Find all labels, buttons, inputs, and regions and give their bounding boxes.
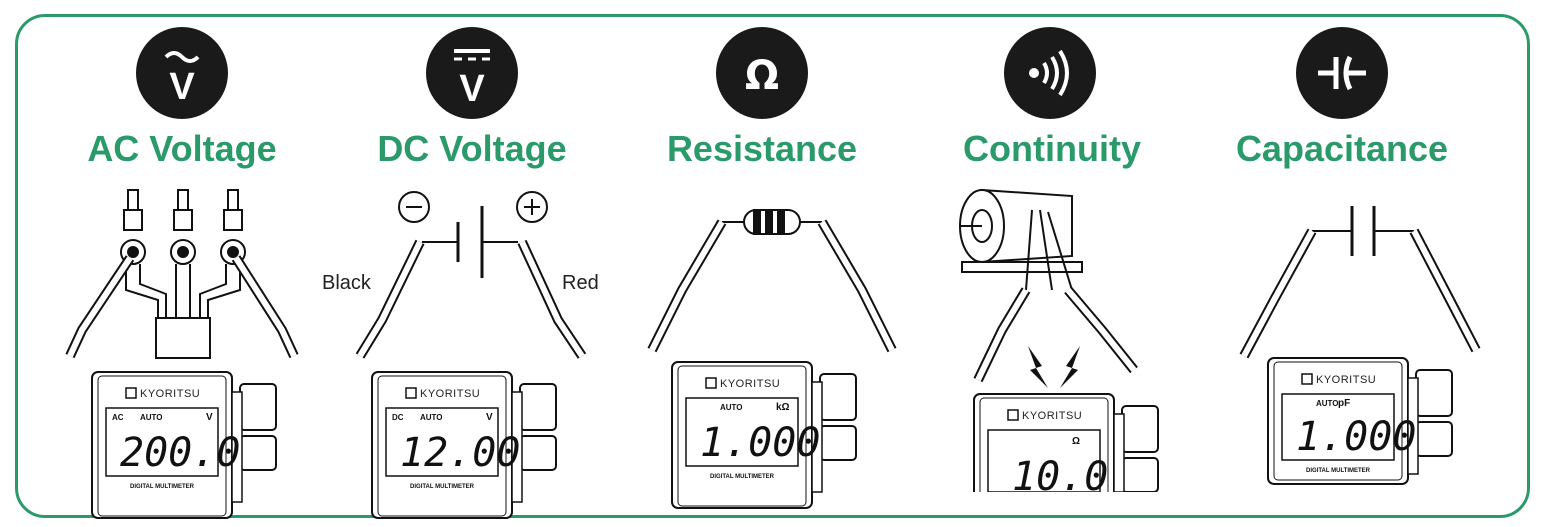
- lcd-range: AUTO: [720, 403, 743, 412]
- lcd-range: AUTO: [140, 413, 163, 422]
- svg-text:V: V: [459, 68, 485, 110]
- multimeter: KYORITSU AUTO pF 1.000 DIGITAL MULTIMETE…: [1267, 357, 1453, 485]
- lcd-unit: V: [206, 412, 213, 423]
- motor-illustration: [959, 188, 1138, 388]
- black-lead-label: Black: [322, 272, 371, 294]
- mode-title: Continuity: [963, 128, 1141, 169]
- ac-wiring-illustration: [65, 189, 299, 359]
- lcd-value: 1.000: [700, 420, 820, 466]
- meter-footer: DIGITAL MULTIMETER: [410, 484, 475, 490]
- mode-title: Resistance: [666, 128, 858, 169]
- ac-voltage-icon: V: [136, 27, 228, 119]
- multimeter: KYORITSU AUTO kΩ 1.000 DIGITAL MULTIMETE…: [671, 361, 857, 509]
- dc-wiring-illustration: [355, 191, 587, 359]
- brand-label: KYORITSU: [1316, 374, 1376, 386]
- lcd-value: 12.00: [400, 430, 520, 476]
- multimeter: KYORITSU AC AUTO V 200.0 DIGITAL MULTIME…: [91, 371, 277, 519]
- capacitor-illustration: [1239, 206, 1481, 359]
- lcd-value: 10.0: [1012, 454, 1108, 492]
- mode-title: Capacitance: [1235, 128, 1449, 169]
- panel-dc-voltage: V DC Voltage Black Red KYORITSU DC AUTO …: [322, 0, 622, 527]
- resistor-illustration: [647, 209, 897, 353]
- panel-continuity: Continuity KYORITSU Ω 10.0: [902, 0, 1202, 527]
- lcd-unit: kΩ: [776, 402, 790, 413]
- svg-text:V: V: [169, 66, 195, 108]
- lcd-unit: Ω: [1072, 436, 1080, 447]
- capacitance-icon: [1296, 27, 1388, 119]
- lcd-unit: pF: [1338, 398, 1350, 409]
- mode-title: DC Voltage: [377, 128, 567, 169]
- meter-footer: DIGITAL MULTIMETER: [1306, 468, 1371, 474]
- meter-footer: DIGITAL MULTIMETER: [710, 474, 775, 480]
- lcd-value: 1.000: [1296, 414, 1416, 460]
- svg-text:Ω: Ω: [745, 53, 779, 99]
- brand-label: KYORITSU: [1022, 410, 1082, 422]
- panel-capacitance: Capacitance KYORITSU AUTO pF 1.000 DIGIT…: [1192, 0, 1492, 527]
- meter-footer: DIGITAL MULTIMETER: [130, 484, 195, 490]
- red-lead-label: Red: [562, 272, 599, 294]
- lcd-range: AUTO: [1316, 399, 1339, 408]
- lcd-range: AUTO: [420, 413, 443, 422]
- brand-label: KYORITSU: [140, 388, 200, 400]
- lcd-mode: AC: [112, 413, 124, 422]
- panel-ac-voltage: V AC Voltage KYORITSU: [32, 0, 332, 527]
- continuity-icon: [1004, 27, 1096, 119]
- lcd-unit: V: [486, 412, 493, 423]
- dc-voltage-icon: V: [426, 27, 518, 119]
- lcd-value: 200.0: [120, 430, 240, 476]
- lcd-mode: DC: [392, 413, 404, 422]
- panel-resistance: Ω Resistance KYORITSU AUTO kΩ 1.000 DIGI…: [612, 0, 912, 527]
- multimeter: KYORITSU Ω 10.0: [973, 393, 1159, 492]
- multimeter: KYORITSU DC AUTO V 12.00 DIGITAL MULTIME…: [371, 371, 557, 519]
- mode-title: AC Voltage: [87, 128, 277, 169]
- brand-label: KYORITSU: [720, 378, 780, 390]
- brand-label: KYORITSU: [420, 388, 480, 400]
- ohm-icon: Ω: [716, 27, 808, 119]
